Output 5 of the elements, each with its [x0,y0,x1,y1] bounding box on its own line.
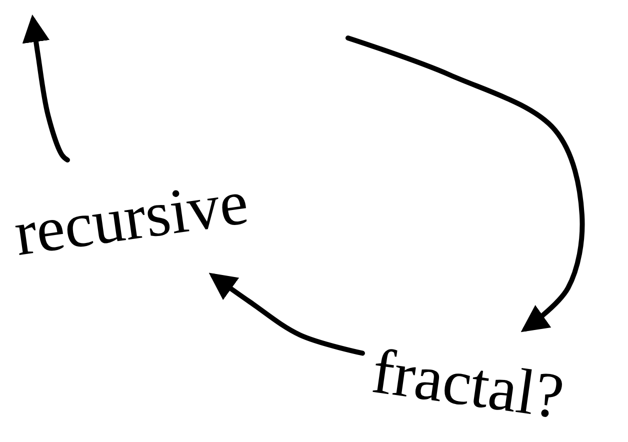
arrow [346,36,585,332]
node-label: recursive [10,166,252,269]
arrow [22,14,70,162]
arrow [208,272,365,356]
node-label: fractal? [368,335,568,432]
